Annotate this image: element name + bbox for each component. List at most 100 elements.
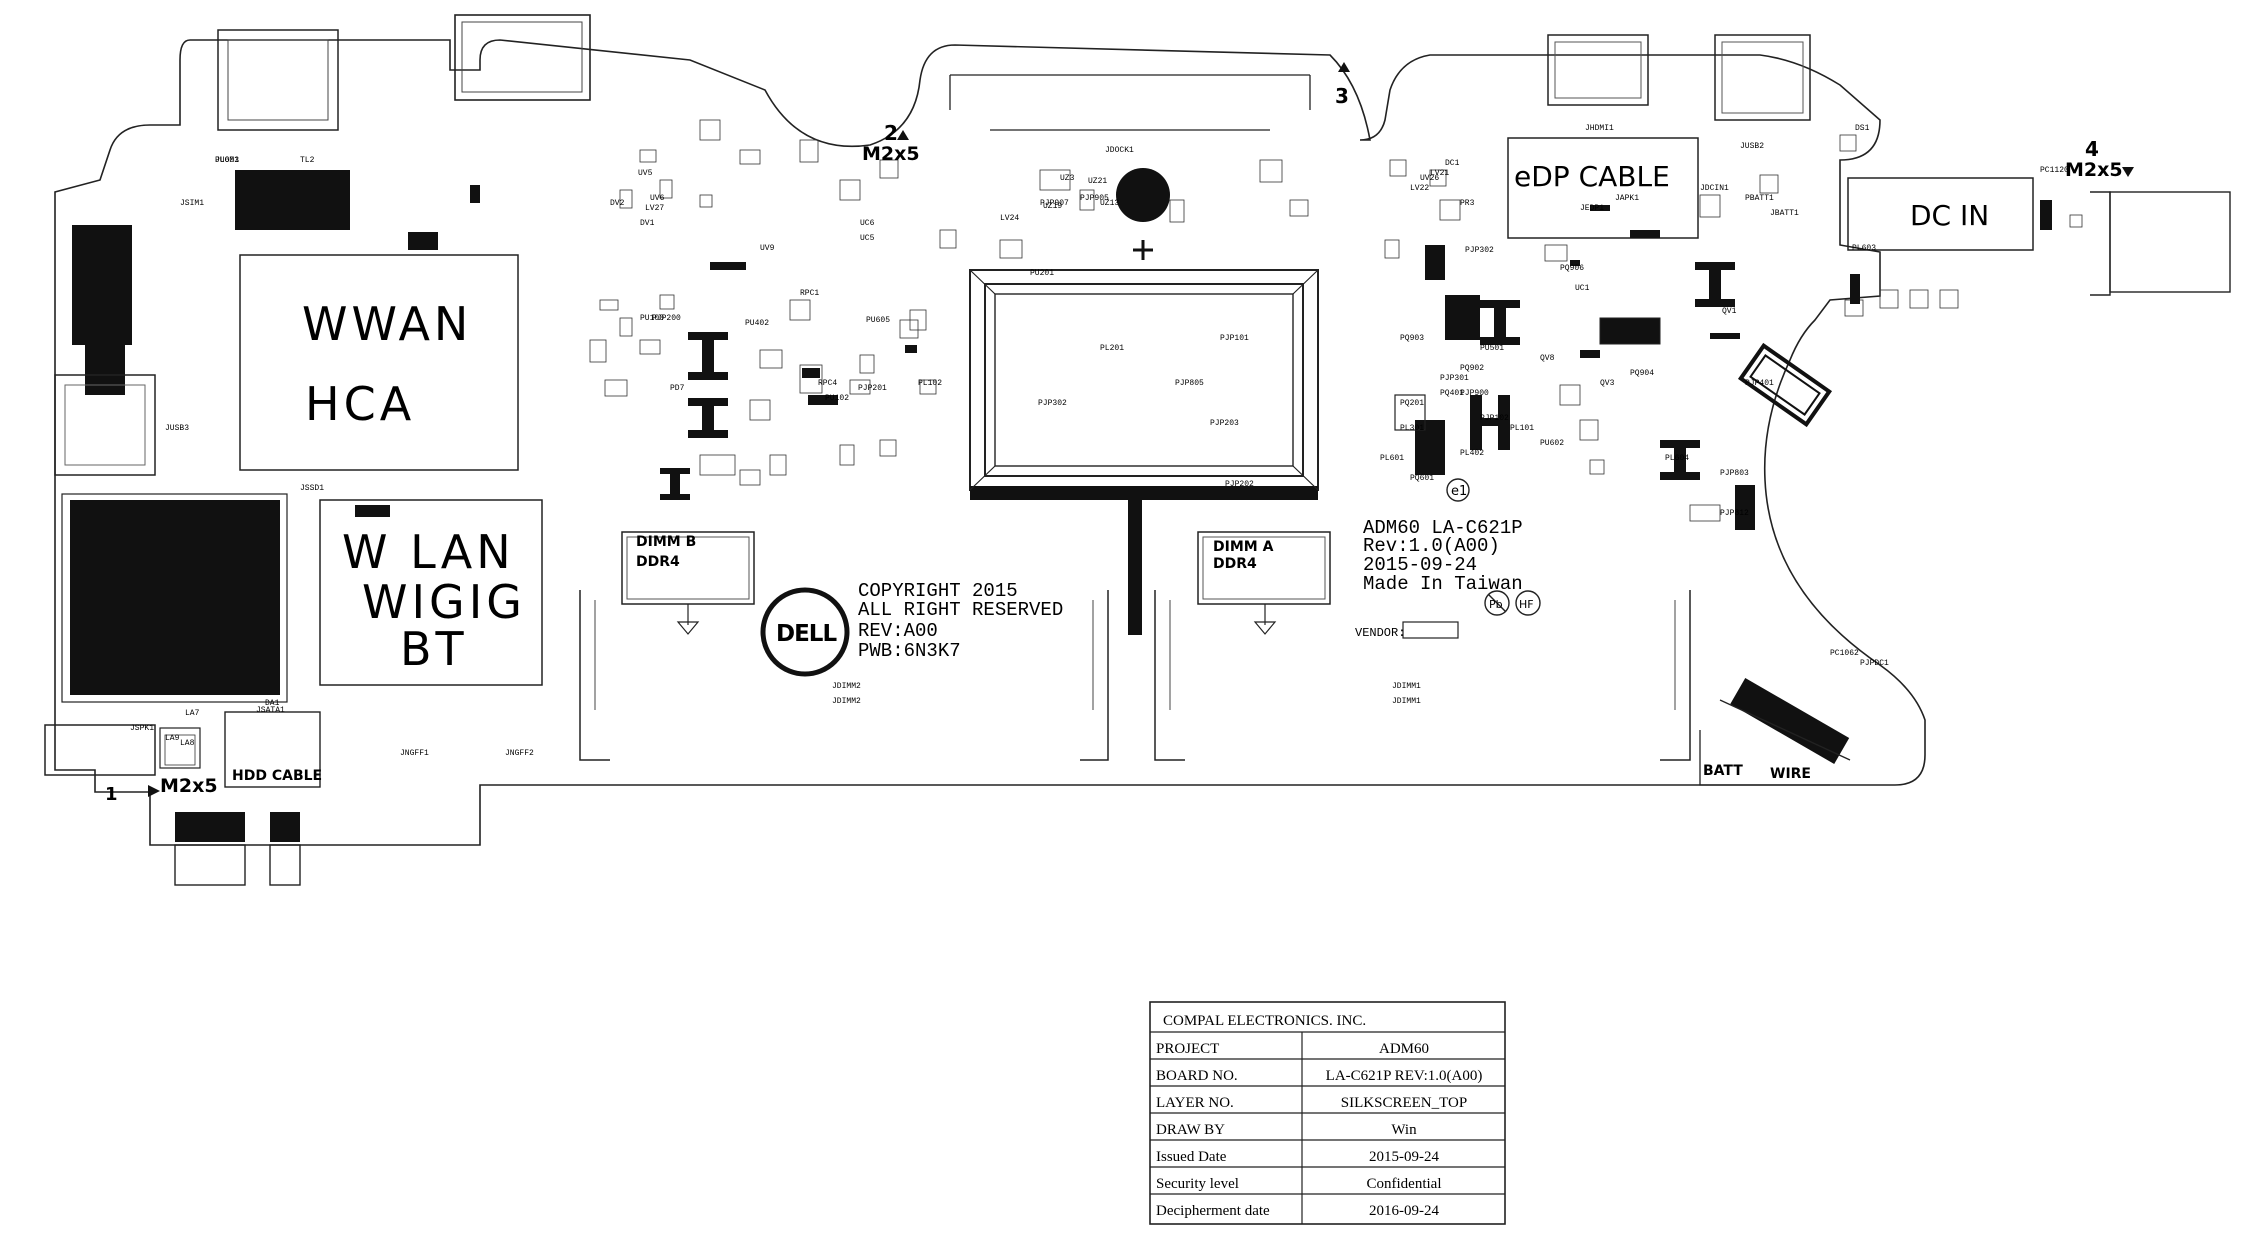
ref-designator: LA8	[180, 739, 195, 748]
wwan-hca-slot	[239, 254, 519, 471]
pb-text: Pb	[1489, 598, 1503, 611]
ref-designator: JSIM1	[180, 199, 204, 208]
tb-row-label: LAYER NO.	[1156, 1095, 1234, 1111]
ref-designator: PJP200	[652, 314, 681, 323]
dimm-b-title: DIMM B	[636, 534, 696, 550]
ref-designator: JNGFF1	[400, 749, 429, 758]
copyright-line-3: REV:A00	[858, 620, 938, 642]
ref-designator: PJP201	[858, 384, 887, 393]
dimm-a-label-box	[1197, 531, 1331, 605]
ref-designator: JNGFF2	[505, 749, 534, 758]
ref-designator: UV6	[650, 194, 665, 203]
hdmi-inner	[1554, 41, 1642, 99]
ref-designator: LV27	[645, 204, 664, 213]
ref-designator: PU603	[215, 156, 239, 165]
ref-designator: PJP101	[1220, 334, 1249, 343]
speaker-block	[175, 812, 245, 842]
ref-designator: PJP302	[1038, 399, 1067, 408]
ref-designator: PJP805	[1175, 379, 1204, 388]
ref-designator: PBATT1	[1745, 194, 1774, 203]
tb-row-value: LA-C621P REV:1.0(A00)	[1326, 1068, 1483, 1084]
fan-block	[270, 812, 300, 842]
board-outline	[54, 39, 1926, 846]
edp-cable-label: eDP CABLE	[1514, 160, 1670, 193]
dimm-a-label-inner	[1202, 536, 1326, 600]
ref-designator: LV21	[1430, 169, 1449, 178]
ref-designator: PL402	[1460, 449, 1484, 458]
ref-designator: QV8	[1540, 354, 1555, 363]
ref-designator: PL604	[1665, 454, 1689, 463]
dimm-a-type: DDR4	[1213, 556, 1257, 572]
ref-designator: JUSB2	[1740, 142, 1764, 151]
ref-designator: UZ21	[1088, 177, 1107, 186]
ref-designator: PQ601	[1410, 474, 1434, 483]
usb-right-connector	[1714, 34, 1811, 121]
ref-designator: JBATT1	[1770, 209, 1799, 218]
ref-designator: RPC1	[800, 289, 819, 298]
tb-row-value: ADM60	[1379, 1041, 1429, 1057]
ref-designator: PQ904	[1630, 369, 1654, 378]
ref-designator: LA7	[185, 709, 200, 718]
cpu-package-outline	[969, 269, 1319, 491]
ref-designator: PJP803	[1720, 469, 1749, 478]
ref-designator: PJP907	[1040, 199, 1069, 208]
ref-designator: PU602	[1540, 439, 1564, 448]
ref-designator: JAPK1	[1615, 194, 1639, 203]
ref-designator: DS1	[1855, 124, 1870, 133]
screw-2-arrow	[897, 130, 909, 140]
pb-strike	[1487, 593, 1507, 613]
ref-designator: PQ401	[1440, 389, 1464, 398]
ref-designator: PL301	[1400, 424, 1424, 433]
cpu-die	[994, 293, 1294, 467]
ssd-controller-block	[70, 500, 280, 695]
ref-designator: JLOM1	[215, 156, 239, 165]
ref-designator: PQ201	[1400, 399, 1424, 408]
wigig-label: WIGIG	[362, 575, 526, 629]
ssd-outline	[61, 493, 288, 703]
ref-designator: PJP905	[1080, 194, 1109, 203]
ref-designator: UC6	[860, 219, 875, 228]
usb-left-inner	[64, 384, 146, 466]
cpu-die-outer	[984, 283, 1304, 477]
vendor-box	[1402, 621, 1459, 639]
copyright-line-2: ALL RIGHT RESERVED	[858, 599, 1063, 621]
ref-designator: DA1	[265, 699, 280, 708]
dell-logo-ring	[760, 587, 850, 677]
ref-designator: PC1062	[1830, 649, 1859, 658]
hf-mark	[1515, 590, 1541, 616]
ref-designator: PJP401	[1745, 379, 1774, 388]
cpu-trace-bar	[1128, 500, 1142, 635]
ref-designator: PL601	[1380, 454, 1404, 463]
dimm-a-title: DIMM A	[1213, 539, 1274, 555]
screw-4-size: M2x5	[2065, 159, 2123, 181]
tb-row-value: 2016-09-24	[1369, 1203, 1439, 1219]
ref-designator: UC5	[860, 234, 875, 243]
dell-logo-text: DELL	[776, 621, 837, 647]
e1-text: e1	[1451, 484, 1467, 499]
ref-designator: PR3	[1460, 199, 1475, 208]
edp-cable-box	[1507, 137, 1699, 239]
ref-designator: JEDP1	[1580, 204, 1604, 213]
tb-row-value: SILKSCREEN_TOP	[1341, 1095, 1467, 1111]
ref-designator: PL201	[1100, 344, 1124, 353]
sim-tray-block	[72, 225, 132, 345]
ref-designator: DV2	[610, 199, 625, 208]
usb-top-connector	[454, 14, 591, 101]
screw-1-size: M2x5	[160, 775, 218, 797]
ref-designator: LV24	[1000, 214, 1019, 223]
ref-designator: PJP202	[1225, 480, 1254, 489]
ref-designator: UV5	[638, 169, 653, 178]
copyright-line-4: PWB:6N3K7	[858, 640, 961, 662]
board-id-line-4: Made In Taiwan	[1363, 573, 1523, 595]
screw-3-arrow	[1338, 62, 1350, 72]
ref-designator: PJP301	[1440, 374, 1469, 383]
hdd-cable-connector	[224, 711, 321, 788]
ref-designator: PJP203	[1210, 419, 1239, 428]
batt-wire-outline	[1699, 730, 1830, 786]
dimm-b-arrow	[676, 604, 700, 635]
ref-designator: PU100	[640, 314, 664, 323]
ref-designator: JDIMM1	[1392, 697, 1421, 706]
ref-designator: PJP102	[1480, 414, 1509, 423]
